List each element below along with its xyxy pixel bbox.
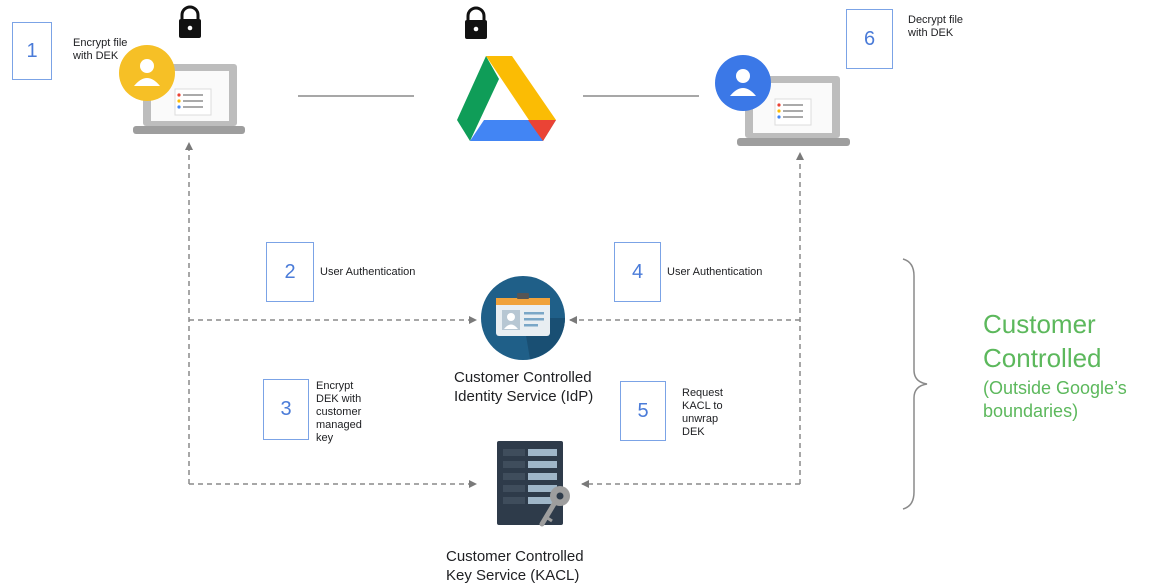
receiver-avatar [715,55,771,111]
step-4-label: User Authentication [667,266,763,278]
step-2-badge: 2 [266,242,314,302]
step-number: 5 [637,399,649,422]
step-number: 6 [863,27,876,50]
kacl-label: Customer Controlled Key Service (KACL) [446,548,584,584]
padlock-icon [179,5,201,38]
id-badge-icon [481,276,565,360]
step-number: 1 [26,39,38,62]
step-1-badge: 1 [12,22,52,80]
idp-label: Customer Controlled Identity Service (Id… [454,369,594,405]
boundary-brace [902,258,928,510]
server-key-icon [497,441,570,527]
step-1-label: Encrypt file with DEK [73,37,128,62]
step-2-label: User Authentication [320,266,416,278]
step-number: 4 [631,260,644,283]
google-drive-logo [457,56,556,141]
step-3-label: Encrypt DEK with customer managed key [316,380,362,444]
right-flow-arrows [569,152,804,488]
boundary-subtitle: (Outside Google’s boundaries) [983,378,1127,421]
sender-laptop-icon [133,64,245,134]
step-5-label: Request KACL to unwrap DEK [682,387,723,438]
sender-avatar [119,45,175,101]
step-number: 2 [284,260,296,283]
step-5-badge: 5 [620,381,666,441]
step-number: 3 [280,398,292,420]
step-4-badge: 4 [614,242,661,302]
step-3-badge: 3 [263,379,309,440]
boundary-title: Customer Controlled [983,309,1102,373]
step-6-label: Decrypt file with DEK [908,14,964,39]
left-flow-arrows [185,142,477,488]
step-6-badge: 6 [846,9,893,69]
padlock-icon [465,6,487,39]
